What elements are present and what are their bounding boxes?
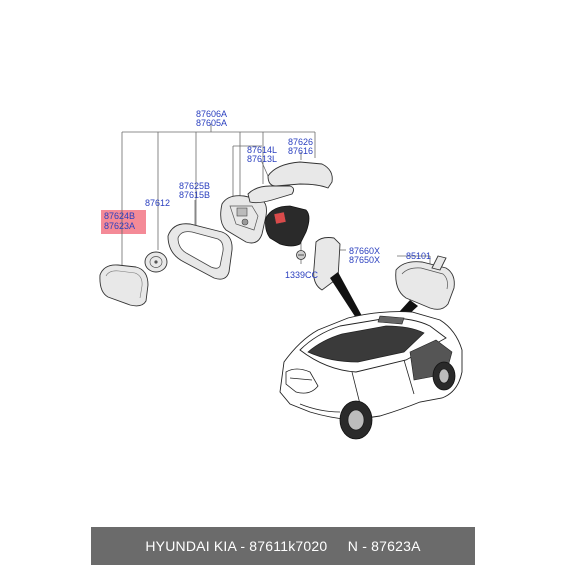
inside-mirror-part [395, 255, 455, 310]
part-number-banner: HYUNDAI KIA - 87611k7020 N - 87623A [91, 527, 475, 565]
scalp-cover-part [267, 161, 333, 189]
label-87615b: 87615B [179, 190, 210, 200]
turn-signal-part [247, 185, 295, 204]
label-87606a: 87606A [196, 109, 227, 119]
label-87613l: 87613L [247, 154, 277, 164]
label-87614l: 87614L [247, 145, 277, 155]
part-labels: 87606A 87605A 87626 87616 87614L 87613L … [104, 109, 431, 280]
banner-text: HYUNDAI KIA - 87611k7020 N - 87623A [145, 538, 421, 554]
label-87616: 87616 [288, 146, 313, 156]
label-1339cc: 1339CC [285, 270, 319, 280]
pointer-wedge-door [330, 272, 362, 318]
mirror-body-part [220, 195, 267, 244]
label-87624b: 87624B [104, 211, 135, 221]
screw-part [296, 250, 306, 260]
housing-frame-part [167, 223, 233, 280]
highlight-box [101, 210, 146, 234]
label-87605a: 87605A [196, 118, 227, 128]
label-87660x: 87660X [349, 246, 380, 256]
label-87650x: 87650X [349, 255, 380, 265]
label-87623a: 87623A [104, 221, 135, 231]
actuator-part [144, 251, 168, 273]
label-87625b: 87625B [179, 181, 210, 191]
label-87612: 87612 [145, 198, 170, 208]
car-illustration [279, 311, 463, 440]
label-87626: 87626 [288, 137, 313, 147]
mirror-glass-part [99, 264, 149, 307]
mirror-base-part [265, 205, 310, 247]
label-85101: 85101 [406, 251, 431, 261]
